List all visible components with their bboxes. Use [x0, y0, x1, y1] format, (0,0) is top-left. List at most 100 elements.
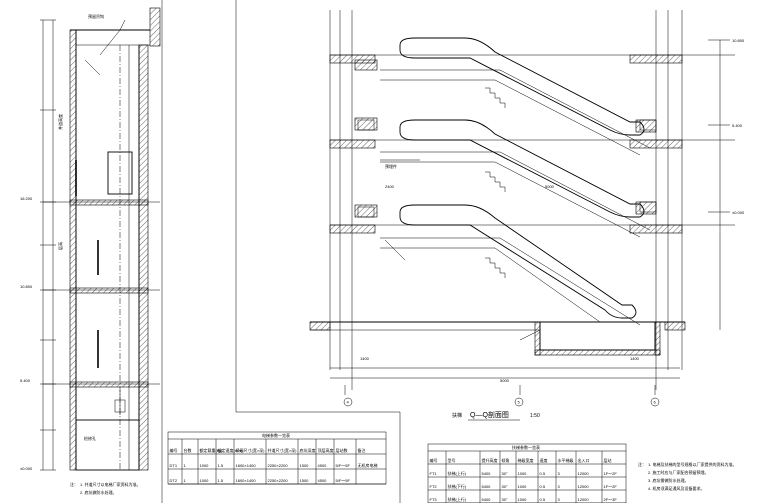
svg-text:4: 4: [347, 400, 350, 405]
elevator-table-header-9: 备注: [358, 447, 366, 453]
elevator-table-header-6: 底坑深度: [300, 447, 316, 453]
note-1: 1. 电梯及扶梯的型号规格以厂家提供的资料为准。: [648, 461, 736, 467]
escalator-table-header-5: 速度: [540, 457, 548, 463]
elevator-table-cell: 1500: [300, 463, 310, 468]
right-elev-top: 10.800: [732, 38, 745, 43]
elevator-table-header-7: 顶层高度: [318, 447, 334, 453]
escalator-table-cell: 3: [558, 484, 561, 489]
notes-label: 注：: [638, 461, 646, 467]
escalator-table-cell: 5400: [482, 471, 492, 476]
escalator-table-header-8: 层站: [604, 457, 612, 463]
note-2: 2. 施工时应与厂家配合预留预埋。: [648, 469, 708, 475]
axis-marker-6: 6: [650, 397, 660, 407]
escalator-table-cell: FT2: [430, 484, 438, 489]
escalator-table-cell: 3: [558, 497, 561, 502]
left-note-2: 2. 底坑做防水处理。: [80, 489, 116, 495]
left-note-1: 1. 井道尺寸以电梯厂家资料为准。: [80, 481, 140, 487]
escalator-table-cell: 12000: [578, 484, 590, 489]
escalator-table-header-1: 型号: [448, 457, 456, 463]
elevator-table-header-3: 额定速度(m/s): [218, 447, 244, 453]
dim-bottom-right: 1400: [630, 356, 640, 361]
elevation-label-2: 5.400: [20, 378, 31, 383]
escalator-table-header-7: 出入口: [578, 457, 590, 463]
elevator-table-header-2: 额定载重(kg): [200, 447, 224, 453]
elevation-label-1: ±0.000: [20, 466, 33, 471]
escalator-table-cell: 1000: [518, 484, 528, 489]
right-elev-mid: 5.400: [732, 123, 743, 128]
escalator-table-cell: 1000: [518, 471, 528, 476]
note-4: 4. 机房须满足通风及设备要求。: [648, 485, 704, 491]
elevator-table-cell: 1: [184, 478, 187, 483]
callout-pit: 检修孔: [84, 435, 96, 441]
dim-bottom-span: 5000: [500, 378, 510, 383]
escalator-table-cell: 12000: [578, 471, 590, 476]
escalator-table-cell: 0.5: [540, 484, 546, 489]
escalator-table-cell: 扶梯(下行): [448, 483, 467, 489]
left-notes-label: 注：: [70, 481, 78, 487]
floor-height-label: 层高: [57, 242, 63, 250]
escalator-table-cell: 扶梯(上行): [448, 470, 467, 476]
dim-span-mid: 5000: [545, 184, 555, 189]
elevator-table-cell: 5/F～5F: [336, 463, 351, 468]
elevator-table-cell: DT1: [170, 463, 178, 468]
escalator-table-header-6: 水平梯级: [558, 457, 574, 463]
callout-embed: 预埋件: [385, 163, 397, 169]
shaft-height-label: 井道高度: [57, 114, 63, 130]
escalator-section: 2400 5000 1400 1400 5000 4 5 6 扶梯 Q—Q剖面图…: [309, 10, 745, 421]
escalator-table-title: 扶梯参数一览表: [512, 444, 540, 450]
elevator-table-cell: 无机房电梯: [358, 462, 378, 468]
escalator-table-cell: 30°: [502, 497, 508, 502]
elevator-table-cell: 5/F～5F: [336, 478, 351, 483]
escalator-table-cell: 1F～2F: [604, 484, 618, 489]
elevator-table-header-5: 井道尺寸(宽×深): [268, 447, 298, 453]
escalator-table-cell: 0.5: [540, 471, 546, 476]
section-title: Q—Q剖面图: [470, 410, 509, 419]
escalator-table-cell: 3: [558, 471, 561, 476]
axis-marker-4: 4: [343, 397, 353, 407]
elevator-table-cell: 1.5: [218, 463, 224, 468]
escalator-table-cell: 1F～2F: [604, 471, 618, 476]
escalator-table: 扶梯参数一览表编号FT1FT2FT3型号扶梯(上行)扶梯(下行)扶梯(上行)提升…: [427, 443, 627, 503]
dim-left-small: 2400: [385, 184, 395, 189]
escalator-table-header-2: 提升高度: [482, 457, 498, 463]
elevator-table-header-8: 层站数: [336, 447, 348, 453]
section-prefix: 扶梯: [452, 412, 462, 419]
escalator-table-cell: 0.5: [540, 497, 546, 502]
escalator-table-cell: 30°: [502, 471, 508, 476]
escalator-table-cell: 5400: [482, 484, 492, 489]
elevator-table-cell: 1: [184, 463, 187, 468]
elevator-table-header-0: 编号: [170, 447, 178, 453]
escalator-table-header-3: 倾角: [502, 457, 510, 463]
svg-text:6: 6: [654, 400, 657, 405]
elevator-table-cell: 4500: [318, 463, 328, 468]
elevator-table-cell: 2250×2200: [268, 463, 289, 468]
note-3: 3. 底坑需做防水处理。: [648, 477, 688, 483]
elevator-table-cell: 1000: [200, 463, 210, 468]
elevator-table-cell: 1600×1400: [236, 478, 257, 483]
elevator-table-title: 电梯参数一览表: [262, 432, 290, 438]
elevator-table-cell: 1500: [300, 478, 310, 483]
elevator-table-header-4: 轿厢尺寸(宽×深): [236, 447, 266, 453]
escalator-table-cell: 30°: [502, 484, 508, 489]
escalator-table-header-4: 梯级宽度: [518, 457, 534, 463]
elevator-table-cell: DT2: [170, 478, 178, 483]
elevator-table-cell: 1.5: [218, 478, 224, 483]
right-elev-low: ±0.000: [732, 210, 745, 215]
elevator-table-header-1: 台数: [184, 447, 192, 453]
escalator-table-header-0: 编号: [430, 457, 438, 463]
elevator-table-cell: 2250×2200: [268, 478, 289, 483]
escalator-table-cell: 5400: [482, 497, 492, 502]
elevator-table-cell: 1000: [200, 478, 210, 483]
axis-marker-5: 5: [514, 397, 524, 407]
escalator-table-cell: 12000: [578, 497, 590, 502]
dim-bottom-left: 1400: [360, 356, 370, 361]
escalator-table-cell: FT1: [430, 471, 438, 476]
elevator-shaft-section: 井道高度 层高 16.200 10.800 5.400 ±0.000 预留吊钩 …: [20, 7, 161, 495]
elevation-label-3: 10.800: [20, 284, 33, 289]
svg-text:5: 5: [518, 400, 521, 405]
notes-block: 注： 1. 电梯及扶梯的型号规格以厂家提供的资料为准。 2. 施工时应与厂家配合…: [638, 461, 736, 491]
elevator-table-cell: 1600×1400: [236, 463, 257, 468]
escalator-table-cell: 1000: [518, 497, 528, 502]
